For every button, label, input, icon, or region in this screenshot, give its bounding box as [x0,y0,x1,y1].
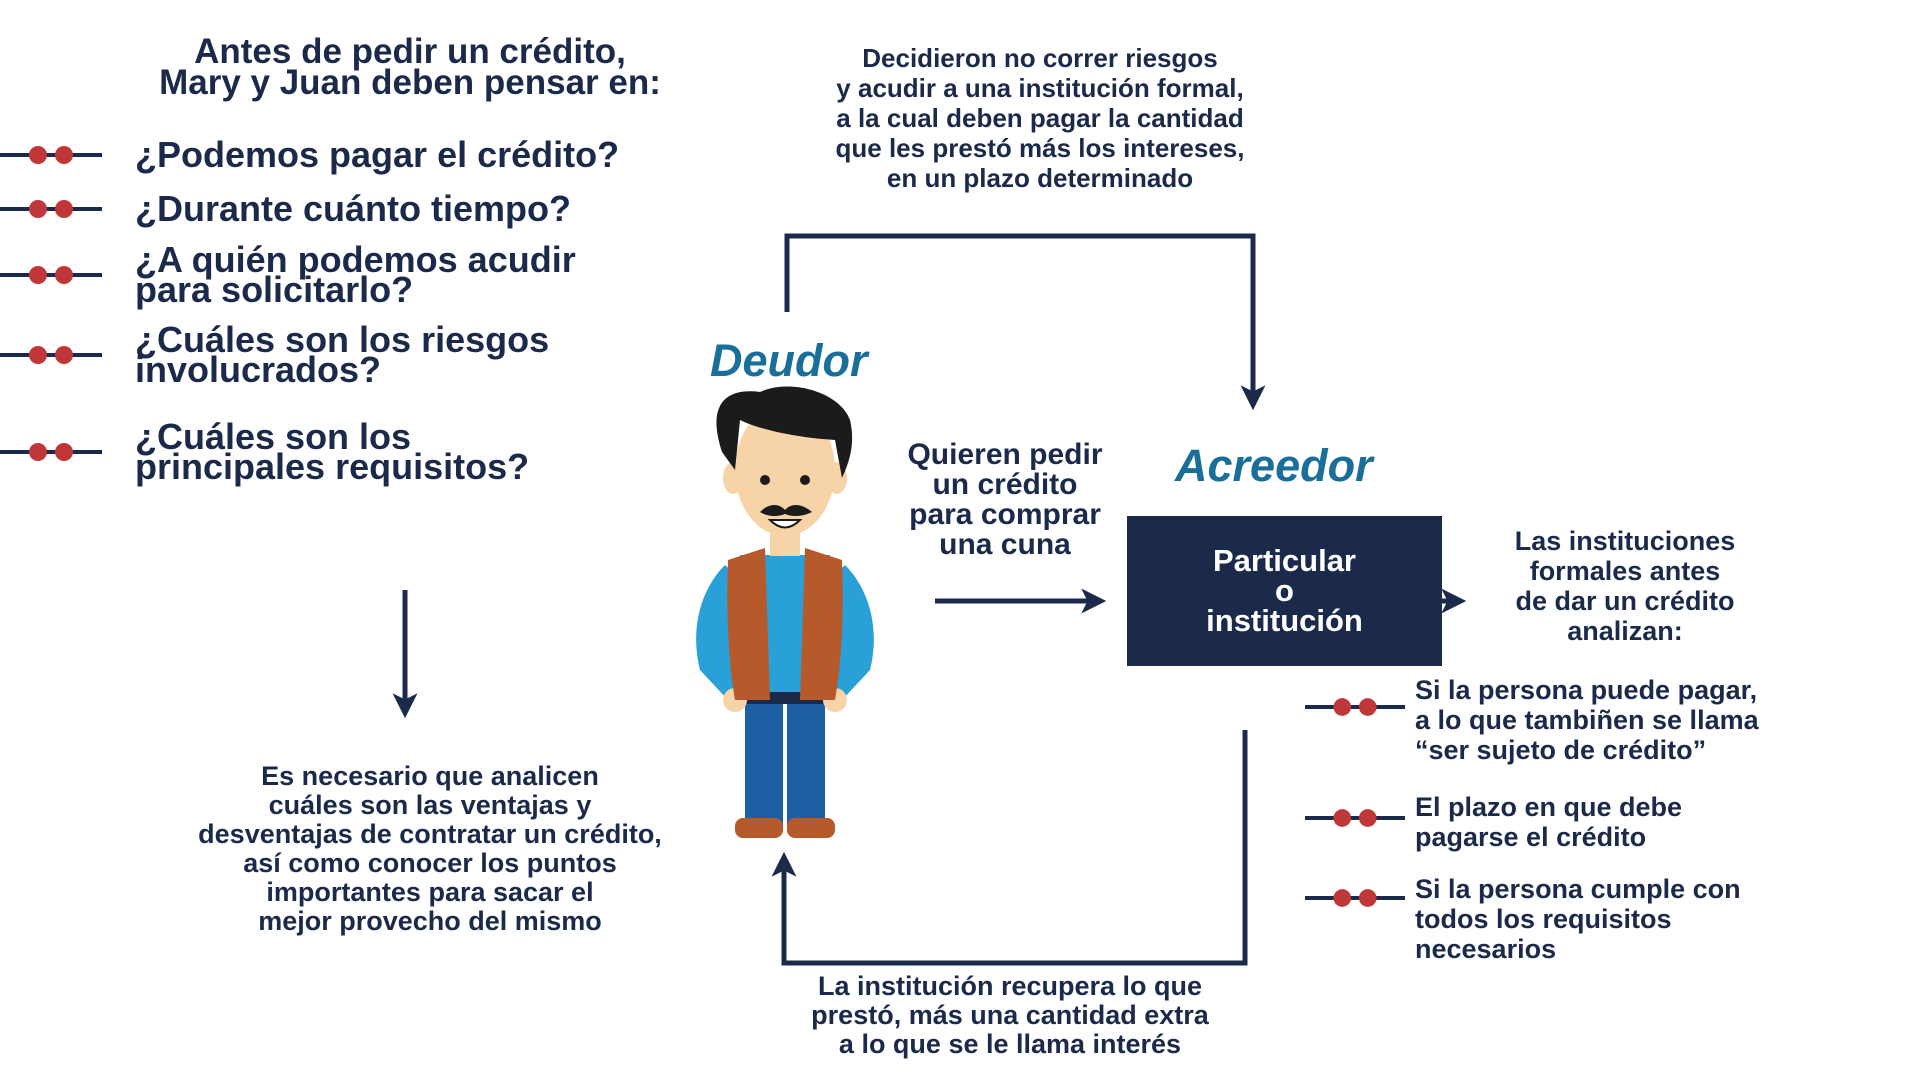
advice-text-line: así como conocer los puntos [243,848,617,878]
analysis-item-text: necesarios [1415,934,1557,964]
analysis-item-text: Si la persona puede pagar, [1415,675,1758,705]
question-text: ¿Podemos pagar el crédito? [135,134,620,175]
decision-text-line: que les prestó más los intereses, [835,133,1245,163]
creditor-box-line: o [1275,573,1294,608]
analysis-intro-line: Las instituciones [1514,526,1736,556]
red-double-dot-bullet-icon [1305,889,1405,907]
request-reason-line: un crédito [932,468,1078,501]
question-text: ¿Cuáles son los [135,416,412,457]
analysis-item-text: “ser sujeto de crédito” [1415,735,1707,765]
red-double-dot-bullet-icon [0,200,102,218]
analysis-intro-line: formales antes [1529,556,1721,586]
analysis-intro-text: Las instituciones formales antes de dar … [1470,526,1780,646]
creditor-box: Particular o institución [1127,516,1442,666]
request-reason-line: para comprar [909,498,1101,531]
question-item: ¿A quién podemos acudir para solicitarlo… [0,239,775,310]
bottom-flow-arrow [771,730,1248,966]
question-text: ¿A quién podemos acudir [135,239,576,280]
question-item: ¿Podemos pagar el crédito? [0,134,775,175]
creditor-label: Acreedor [1175,440,1373,491]
intro-title-line: Antes de pedir un crédito, [194,32,626,71]
analysis-item-text: Si la persona cumple con [1415,874,1741,904]
question-item: ¿Cuáles son los principales requisitos? [0,416,775,487]
red-double-dot-bullet-icon [0,146,102,164]
decision-text-line: en un plazo determinado [886,163,1194,193]
advice-text-line: importantes para sacar el [266,877,594,907]
analysis-item-text: todos los requisitos [1415,904,1672,934]
question-text: principales requisitos? [135,446,530,487]
question-text: ¿Durante cuánto tiempo? [135,188,572,229]
advice-text-line: desventajas de contratar un crédito, [198,819,662,849]
advice-text-line: cuáles son las ventajas y [268,790,592,820]
red-double-dot-bullet-icon [0,266,102,284]
top-flow-arrow [784,233,1266,411]
decision-text-line: Decidieron no correr riesgos [862,43,1218,73]
question-text: para solicitarlo? [135,269,414,310]
red-double-dot-bullet-icon [0,443,102,461]
decision-text: Decidieron no correr riesgos y acudir a … [720,43,1360,193]
red-double-dot-bullet-icon [1305,698,1405,716]
interest-text-line: a lo que se le llama interés [838,1029,1182,1059]
analysis-item: Si la persona cumple con todos los requi… [1305,874,1835,964]
interest-text-line: La institución recupera lo que [817,971,1203,1001]
creditor-box-line: Particular [1212,543,1356,578]
analysis-item-text: El plazo en que debe [1415,792,1683,822]
analysis-item: Si la persona puede pagar, a lo que tamb… [1305,675,1835,765]
red-double-dot-bullet-icon [1305,809,1405,827]
advice-text-line: Es necesario que analicen [261,761,599,791]
request-reason-line: una cuna [939,528,1071,561]
analysis-item-text: a lo que tambiñen se llama [1415,705,1759,735]
interest-text: La institución recupera lo que prestó, m… [750,972,1270,1059]
decision-text-line: a la cual deben pagar la cantidad [836,103,1244,133]
question-text: involucrados? [135,349,382,390]
man-with-mustache-illustration [696,386,874,838]
analysis-intro-line: de dar un crédito [1515,586,1735,616]
analysis-intro-line: analizan: [1567,616,1683,646]
analysis-item-text: pagarse el crédito [1415,822,1647,852]
creditor-box-line: institución [1206,603,1363,638]
red-double-dot-bullet-icon [0,346,102,364]
intro-title-line: Mary y Juan deben pensar en: [159,63,661,102]
interest-text-line: prestó, más una cantidad extra [811,1000,1209,1030]
advice-text: Es necesario que analicen cuáles son las… [130,762,730,936]
request-reason-text: Quieren pedir un crédito para comprar un… [870,440,1140,560]
advice-text-line: mejor provecho del mismo [258,906,602,936]
question-item: ¿Cuáles son los riesgos involucrados? [0,319,775,390]
request-reason-line: Quieren pedir [907,438,1103,471]
analysis-item: El plazo en que debe pagarse el crédito [1305,792,1835,852]
decision-text-line: y acudir a una institución formal, [836,73,1244,103]
question-item: ¿Durante cuánto tiempo? [0,188,775,229]
debtor-label: Deudor [710,335,868,386]
question-text: ¿Cuáles son los riesgos [135,319,550,360]
intro-title: Antes de pedir un crédito, Mary y Juan d… [100,32,720,102]
